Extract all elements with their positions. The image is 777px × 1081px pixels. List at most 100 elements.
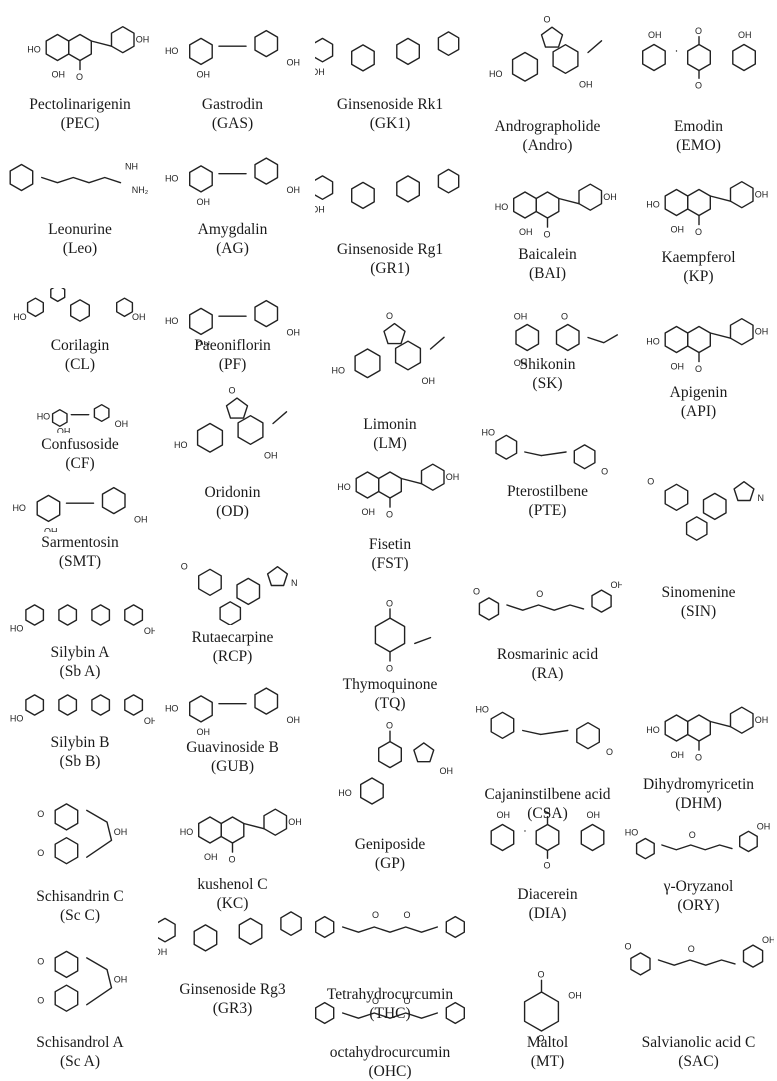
svg-text:HO: HO [646,725,660,735]
svg-text:HO: HO [174,440,188,450]
compound-abbreviation: (Sb A) [59,663,101,680]
svg-text:O: O [606,747,613,757]
compound-caption: Leonurine(Leo) [0,220,160,258]
compound-name: Salvianolic acid C [641,1034,756,1051]
svg-text:O: O [544,15,551,25]
svg-text:OH: OH [196,69,210,79]
compound-caption: Silybin B(Sb B) [0,733,160,771]
compound-entry: HOOHGinsenoside Rg3(GR3) [155,0,310,1081]
svg-text:O: O [386,510,393,520]
compound-caption: Guavinoside B(GUB) [155,738,310,776]
compound-abbreviation: (Leo) [62,240,98,257]
svg-text:O: O [37,848,44,858]
svg-text:O: O [695,26,702,36]
compound-name: Fisetin [368,536,412,553]
svg-text:OH: OH [134,515,148,525]
compound-abbreviation: (SK) [532,375,563,392]
compound-abbreviation: (THC) [369,1005,411,1022]
svg-text:O: O [372,910,379,920]
svg-text:O: O [538,1033,545,1043]
compound-abbreviation: (OD) [216,503,249,520]
compound-name: Maltol [526,1034,569,1051]
compound-caption: Sarmentosin(SMT) [0,533,160,571]
svg-text:OH: OH [756,822,770,832]
compound-name: Rutaecarpine [191,629,274,646]
compound-name: Ginsenoside Rg1 [336,241,444,258]
svg-text:OH: OH [579,80,593,90]
svg-text:OH: OH [288,817,302,827]
compound-name: kushenol C [197,876,268,893]
svg-text:OH: OH [132,312,146,322]
svg-text:O: O [386,663,393,673]
compound-abbreviation: (RCP) [212,648,253,665]
compound-caption: Andrographolide(Andro) [470,117,625,155]
compound-name: Silybin B [50,734,110,751]
compound-entry: HOOHGinsenoside Rk1(GK1) [310,0,470,1081]
compound-caption: γ-Oryzanol(ORY) [620,877,777,915]
compound-abbreviation: (GAS) [211,115,254,132]
svg-text:O: O [37,809,44,819]
svg-text:OH: OH [264,451,278,461]
compound-name: Cajaninstilbene acid [484,786,611,803]
svg-text:O: O [695,753,702,763]
svg-text:NH₂: NH₂ [132,185,149,195]
svg-text:O: O [37,995,44,1005]
compound-name: Confusoside [41,436,119,453]
compound-abbreviation: (TQ) [374,695,406,712]
svg-text:HO: HO [10,624,23,634]
compound-abbreviation: (SMT) [58,553,102,570]
svg-text:OH: OH [670,750,684,760]
svg-text:HO: HO [165,704,179,714]
compound-caption: Limonin(LM) [310,415,470,453]
compound-name: Limonin [363,416,417,433]
svg-text:OH: OH [158,947,167,957]
compound-name: Pectolinarigenin [29,96,131,113]
svg-text:HO: HO [482,427,496,437]
svg-text:HO: HO [646,337,660,347]
compound-caption: Baicalein(BAI) [470,245,625,283]
compound-abbreviation: (KP) [683,268,714,285]
compound-entry: HOOHOSalvianolic acid C(SAC) [620,0,777,1081]
svg-text:HO: HO [13,312,27,322]
compound-caption: Oridonin(OD) [155,483,310,521]
compound-name: Pterostilbene [507,483,588,500]
compound-abbreviation: (MT) [530,1053,565,1070]
compound-name: Thymoquinone [342,676,438,693]
svg-text:OH: OH [144,716,155,726]
svg-text:O: O [181,561,188,571]
compound-abbreviation: (FST) [371,555,409,572]
svg-text:OH: OH [670,361,684,371]
compound-abbreviation: (ORY) [677,897,720,914]
compound-abbreviation: (OHC) [368,1063,412,1080]
compound-caption: Dihydromyricetin(DHM) [620,775,777,813]
svg-text:OH: OH [114,975,128,985]
tannin-structure-icon: HO OH [0,288,160,333]
svg-text:HO: HO [165,46,179,56]
svg-text:OH: OH [568,990,582,1000]
compound-abbreviation: (CSA) [527,805,568,822]
svg-text:OH: OH [136,34,150,44]
compound-caption: Apigenin(API) [620,383,777,421]
